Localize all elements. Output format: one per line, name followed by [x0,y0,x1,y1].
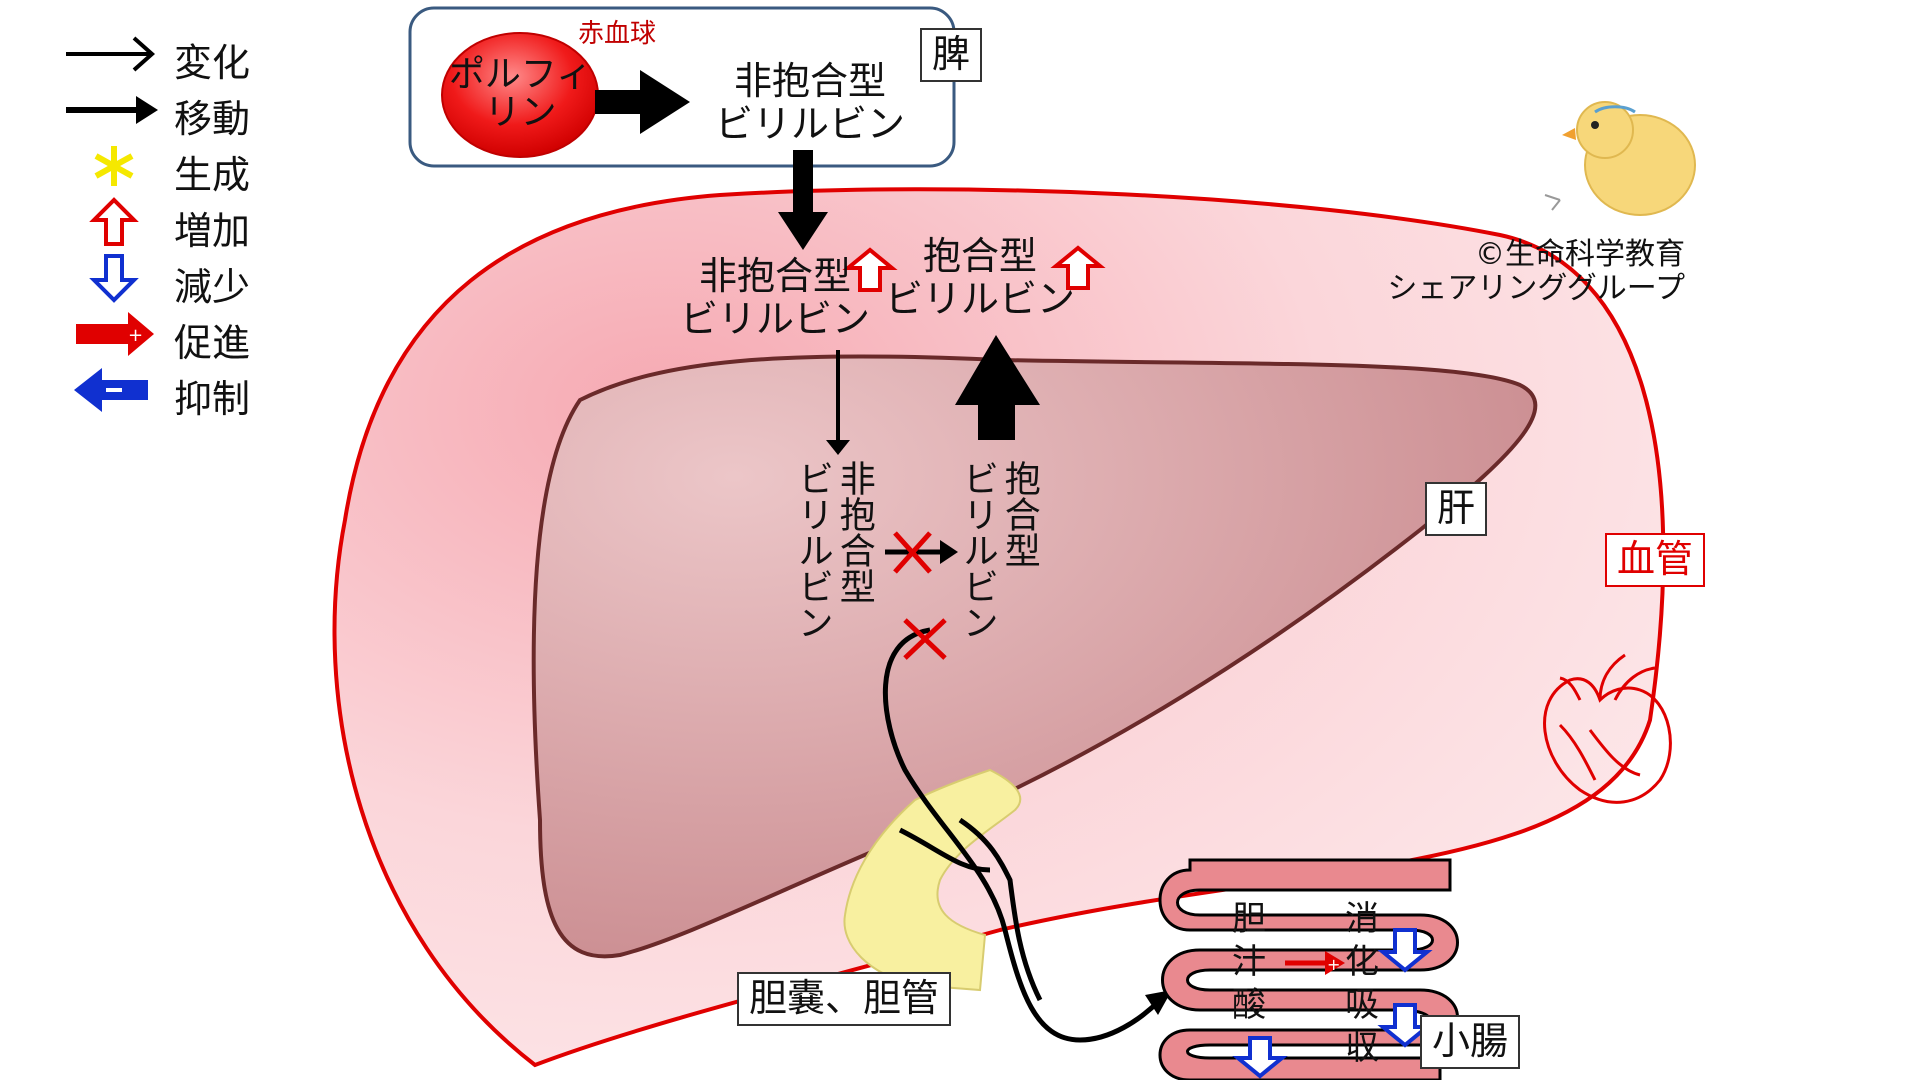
svg-text:+: + [1327,955,1340,974]
bile-acid-char: 汁 [1232,942,1266,982]
legend-label: 促進 [174,321,251,365]
legend-label: 移動 [174,97,251,141]
heart-icon [1543,653,1672,804]
bile-acid-char: 酸 [1232,985,1266,1025]
legend-label: 増加 [174,209,251,253]
blue-down-outline-arrow-icon [89,254,139,303]
legend-item-move: 移動 [62,84,322,141]
blood-conjugated-bilirubin: 抱合型 ビリルビン [884,234,1075,321]
promote-arrow-icon: + [1285,951,1345,975]
yellow-asterisk-icon [94,146,134,186]
liver-conjugated-line2: ビリルビン [956,460,998,640]
legend-label: 生成 [174,153,251,197]
open-arrow-icon [66,36,156,72]
liver-shape [531,354,1538,959]
spleen-unconjugated-bilirubin: 非抱合型 ビリルビン [714,59,905,146]
legend-item-change: 変化 [62,28,322,85]
legend-item-promote: + 促進 [62,308,322,365]
digestion-char: 吸 [1345,985,1379,1025]
blood-unconjugated-bilirubin: 非抱合型 ビリルビン [680,254,871,341]
porphyrin-to-bilirubin-arrow [595,70,690,134]
legend-label: 抑制 [174,377,251,421]
porphyrin-label: ポルフィ リン [448,54,593,133]
small-intestine [1158,858,1459,1080]
red-up-outline-arrow-icon [89,197,139,246]
solid-arrow-icon [66,96,158,124]
liver-to-blood-arrow [955,335,1040,440]
legend-item-generate: 生成 [62,140,322,197]
legend-item-inhibit: 抑制 [62,364,322,421]
legend-item-increase: 増加 [62,196,322,253]
liver-label: 肝 [1425,482,1488,536]
rbc-label: 赤血球 [578,19,657,49]
digestion-char: 消 [1345,899,1379,939]
bile-duct-shape [843,768,1022,992]
gallbladder-label: 胆嚢、胆管 [737,972,952,1026]
spleen-label: 脾 [920,28,983,82]
chick-icon [1544,101,1696,216]
bile-acid-char: 胆 [1232,899,1266,939]
copyright: ©生命科学教育 シェアリンググループ [1387,237,1685,306]
liver-unconjugated-line2: ビリルビン [791,460,833,640]
increase-arrow-icon [842,245,1106,292]
digestion-char: 収 [1345,1028,1379,1068]
blood-vessel-label: 血管 [1605,533,1706,587]
liver-conjugated-line1: 抱合型 [998,460,1040,568]
legend-label: 減少 [174,265,251,309]
decrease-arrow-icon [1232,928,1433,1079]
digestion-char: 化 [1345,942,1379,982]
svg-text:+: + [128,325,143,346]
legend-label: 変化 [174,41,251,85]
small-intestine-label: 小腸 [1420,1015,1521,1069]
red-plus-arrow-icon: + [76,312,154,356]
legend-item-decrease: 減少 [62,252,322,309]
spleen-to-blood-arrow [778,150,828,250]
blocked-cross-icon [893,531,947,660]
blue-minus-arrow-icon [74,368,148,412]
liver-unconjugated-line1: 非抱合型 [833,460,875,604]
